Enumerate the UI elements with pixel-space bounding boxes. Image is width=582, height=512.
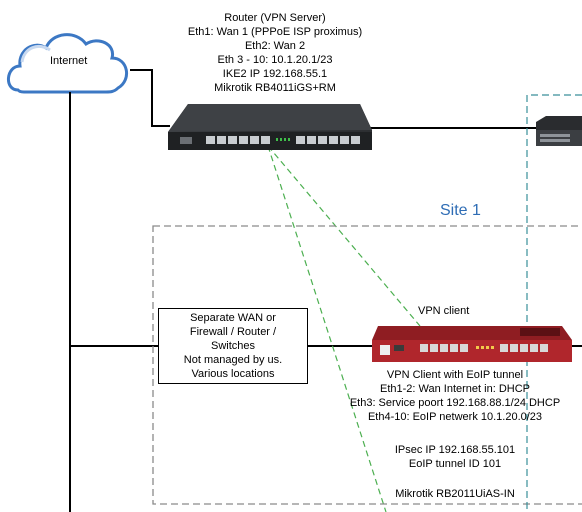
wan-box-line: Separate WAN or xyxy=(190,312,276,324)
client-ipsec-info: IPsec IP 192.168.55.101 EoIP tunnel ID 1… xyxy=(360,443,550,471)
server-line: Eth 3 - 10: 10.1.20.1/23 xyxy=(217,54,333,66)
client-line: Eth4-10: EoIP netwerk 10.1.20.0/23 xyxy=(367,411,543,423)
site-title: Site 1 xyxy=(440,202,481,219)
wan-box-line: Not managed by us. xyxy=(183,354,283,366)
ipsec-line: EoIP tunnel ID 101 xyxy=(408,458,502,470)
server-line: IKE2 IP 192.168.55.1 xyxy=(222,68,328,80)
client-router-icon xyxy=(372,326,572,362)
cloud-icon xyxy=(7,33,128,94)
vpn-links xyxy=(267,145,421,512)
server-line: Mikrotik RB4011iGS+RM xyxy=(214,82,336,94)
client-router-description: VPN Client with EoIP tunnel Eth1-2: Wan … xyxy=(330,368,580,424)
client-line: Eth1-2: Wan Internet in: DHCP xyxy=(380,383,530,395)
vpn-tunnel-line-1 xyxy=(267,145,421,327)
internet-label: Internet xyxy=(50,55,88,67)
vpn-tunnel-line-2 xyxy=(267,145,387,512)
ipsec-line: IPsec IP 192.168.55.101 xyxy=(394,444,516,456)
wan-box: Separate WAN or Firewall / Router / Swit… xyxy=(158,308,308,384)
rack-server-icon xyxy=(536,116,582,146)
server-line: Eth1: Wan 1 (PPPoE ISP proximus) xyxy=(187,26,363,38)
datacenter-boundary xyxy=(526,94,582,512)
server-line: Router (VPN Server) xyxy=(224,12,326,24)
vpn-client-label: VPN client xyxy=(418,305,470,317)
server-router-icon xyxy=(168,104,372,150)
server-line: Eth2: Wan 2 xyxy=(244,40,306,52)
wan-box-line: Switches xyxy=(210,340,256,352)
internet-to-server-line xyxy=(130,69,170,127)
client-model-label: Mikrotik RB2011UiAS-IN xyxy=(395,488,515,500)
site-1-boundary xyxy=(152,225,582,505)
wan-box-line: Various locations xyxy=(191,368,275,380)
client-line: VPN Client with EoIP tunnel xyxy=(386,369,524,381)
wan-box-line: Firewall / Router / xyxy=(189,326,277,338)
network-links xyxy=(69,69,582,512)
client-line: Eth3: Service poort 192.168.88.1/24 DHCP xyxy=(349,397,561,409)
server-router-description: Router (VPN Server) Eth1: Wan 1 (PPPoE I… xyxy=(170,11,380,95)
